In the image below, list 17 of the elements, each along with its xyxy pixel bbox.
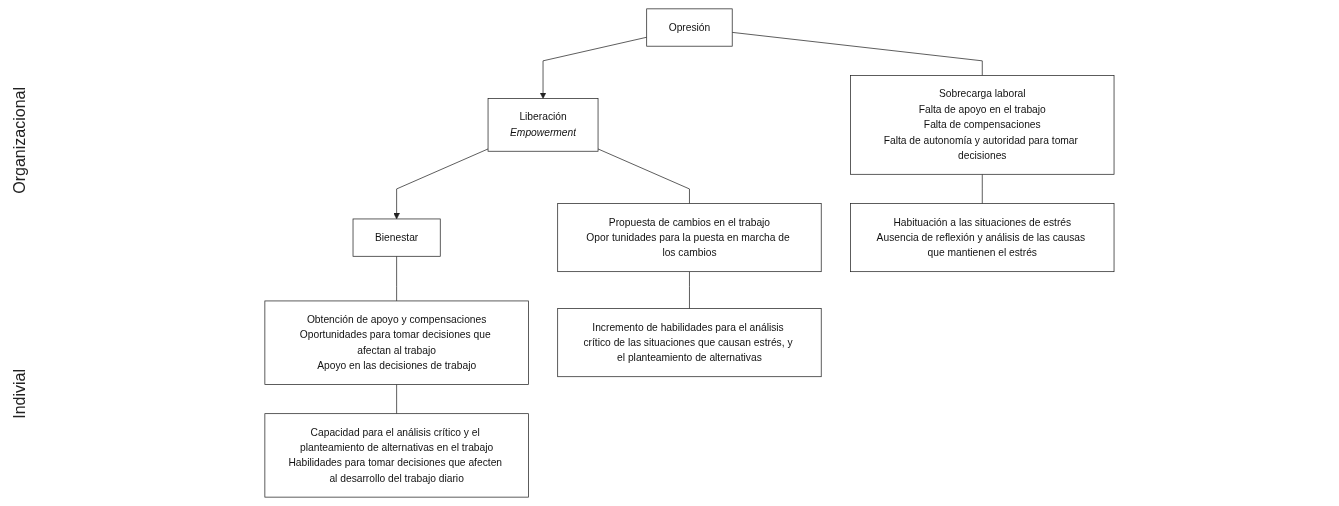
node-box: Habituación a las situaciones de estrés Ausencia de reflexión y análisis de las causas que mantienen el estrés <box>850 203 1115 273</box>
node-box: Incremento de habilidades para el análisis crítico de las situaciones que causan estrés, y el planteamiento de alternativas <box>557 308 822 378</box>
connector <box>396 384 398 415</box>
connector <box>689 271 690 309</box>
node-box: Sobrecarga laboral Falta de apoyo en el trabajo Falta de compensaciones Falta de autonomía y autoridad para tomar decisiones <box>850 75 1115 175</box>
node-box: Bienestar <box>352 218 441 257</box>
connector <box>396 255 398 302</box>
node-box: Liberación Empowerment <box>487 98 599 152</box>
node-box: Capacidad para el análisis crítico y el planteamiento de alternativas en el trabajo Habilidades para tomar decisiones que afecten al desarrollo del trabajo diario <box>264 413 529 498</box>
connector <box>981 173 983 204</box>
connector <box>731 32 983 76</box>
node-box: Opresión <box>646 8 733 47</box>
node-box: Propuesta de cambios en el trabajo Opor tunidades para la puesta en marcha de los cambios <box>557 203 822 273</box>
node-box: Obtención de apoyo y compensaciones Oportunidades para tomar decisiones que afectan al trabajo Apoyo en las decisiones de trabajo <box>264 300 529 385</box>
row-label: Organizacional <box>11 87 29 195</box>
row-label: Indivial <box>11 368 29 419</box>
connector <box>597 148 690 204</box>
